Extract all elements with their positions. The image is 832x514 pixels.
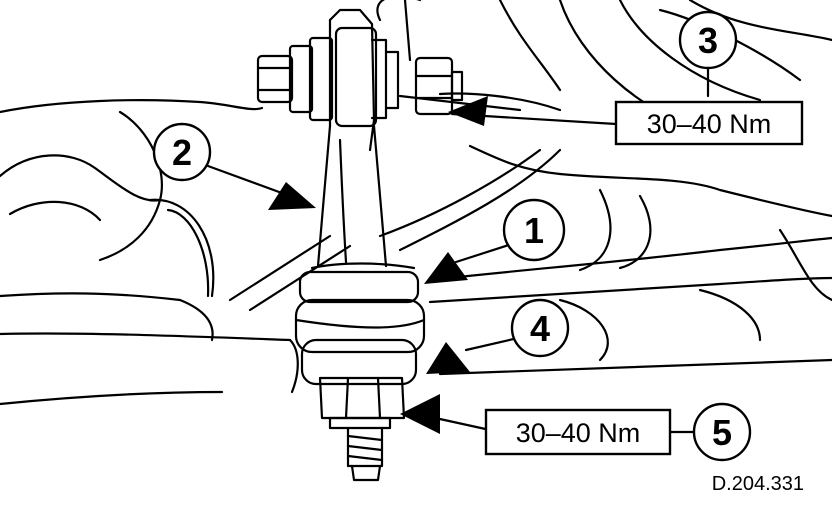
- arrow-callout-4: [426, 342, 470, 374]
- arrow-torque-upper: [448, 96, 488, 126]
- torque-value: 30–40 Nm: [647, 109, 772, 139]
- arrow-callout-1: [424, 252, 468, 284]
- upper-bolt-left: [256, 36, 334, 122]
- callout-number: 2: [172, 132, 192, 173]
- background-structure: [0, 0, 832, 406]
- callout-number: 3: [698, 20, 718, 61]
- arrow-callout-2: [268, 182, 316, 210]
- callout-1: 1: [502, 198, 566, 262]
- callout-5: 5: [692, 402, 752, 462]
- callout-number: 4: [530, 308, 550, 349]
- callout-3: 3: [678, 10, 738, 70]
- arrow-torque-lower: [400, 394, 440, 434]
- arrowheads: [268, 96, 488, 434]
- callout-2: 2: [152, 122, 212, 182]
- torque-value: 30–40 Nm: [516, 418, 641, 448]
- figure-reference: D.204.331: [712, 473, 804, 495]
- callout-4: 4: [510, 298, 570, 358]
- bushing-assembly: [294, 262, 426, 386]
- upper-nut-right: [414, 56, 464, 116]
- torque-box-upper: 30–40 Nm: [614, 100, 804, 146]
- lower-nut: [318, 376, 406, 482]
- callout-number: 1: [524, 210, 544, 251]
- callout-number: 5: [712, 412, 732, 453]
- torque-box-lower: 30–40 Nm: [484, 408, 672, 456]
- stabilizer-link: [316, 8, 400, 268]
